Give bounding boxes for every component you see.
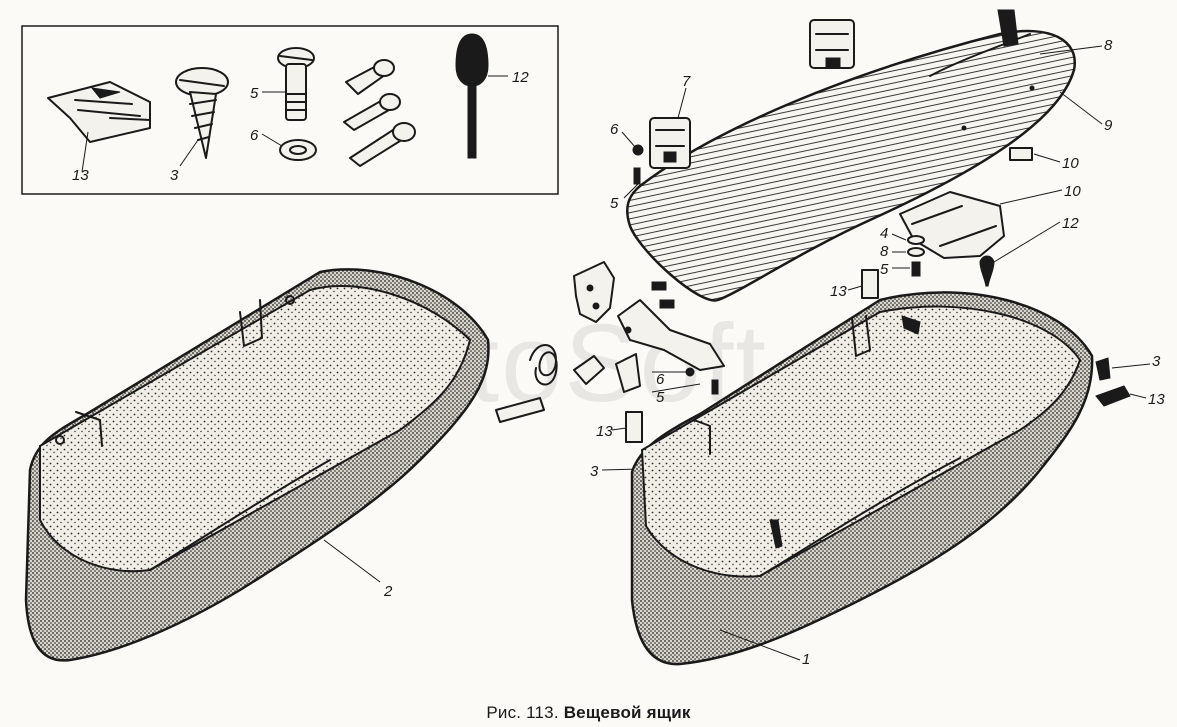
lid-assembly: 7 6 5 8 9 10 10 12 4 8 5 [610,9,1113,302]
callout-inset-6: 6 [250,127,259,144]
box-1: 1 3 13 [630,291,1165,668]
caption-prefix: Рис. 113. [486,703,559,722]
callout-lid-10b: 10 [1064,183,1081,200]
screw-3-right-icon [1095,357,1111,381]
hinge-bracket-icon [573,261,615,323]
callout-mid-5: 5 [656,389,665,406]
callout-inset-12: 12 [512,69,529,86]
callout-lid-10a: 10 [1062,155,1079,172]
knob-12-icon [455,33,489,159]
callout-lid-8b: 8 [880,243,889,260]
lid-hinge-left-icon [649,117,691,169]
callout-lid-6: 6 [610,121,619,138]
hinge-hardware: 6 5 13 3 [495,261,725,480]
callout-lid-7: 7 [682,73,691,90]
box-2-inner [39,285,472,573]
lid-latch-icon [997,9,1019,47]
clip-13-right-icon [1095,385,1131,407]
callout-lid-4: 4 [880,225,888,242]
callout-lid-5b: 5 [880,261,889,278]
fasteners-inset: 13 3 5 6 [21,25,559,195]
clip-13-mid-icon [625,411,643,443]
bushing-icon [573,355,605,385]
clip-13-small-icon [861,269,879,299]
bolt-5-icon [277,47,315,121]
callout-box-2: 2 [383,583,393,600]
callout-lid-8: 8 [1104,37,1113,54]
inset-frame [21,25,559,195]
plate-10-icon [1009,147,1033,161]
callout-inset-13: 13 [72,167,89,184]
lid-lock-9 [929,33,1031,77]
callout-inset-3: 3 [170,167,179,184]
clip-13-icon [47,81,151,143]
box-2: 2 [24,268,490,662]
lid-hinge-right-icon [809,19,855,69]
lid-panel [626,29,1077,302]
screw-3-icon [175,67,229,159]
figure-caption: Рис. 113. Вещевой ящик [0,703,1177,723]
callout-mid-6: 6 [656,371,665,388]
callout-lid-5: 5 [610,195,619,212]
callout-lid-13: 13 [830,283,847,300]
pins-icon [343,59,416,167]
pin-icon [495,397,545,423]
knob-12-small-icon [979,255,995,287]
callout-right-3: 3 [1152,353,1161,370]
callout-inset-5: 5 [250,85,259,102]
callout-lid-9: 9 [1104,117,1113,134]
callout-lid-12: 12 [1062,215,1079,232]
box-1-inner [640,305,1082,578]
callout-mid-13: 13 [596,423,613,440]
washer-6-icon [279,139,317,161]
lever-icon [617,299,725,371]
caption-title: Вещевой ящик [563,703,691,722]
callout-right-13: 13 [1148,391,1165,408]
spring-icon [529,344,558,386]
callout-box-1: 1 [802,651,810,668]
callout-mid-3: 3 [590,463,599,480]
